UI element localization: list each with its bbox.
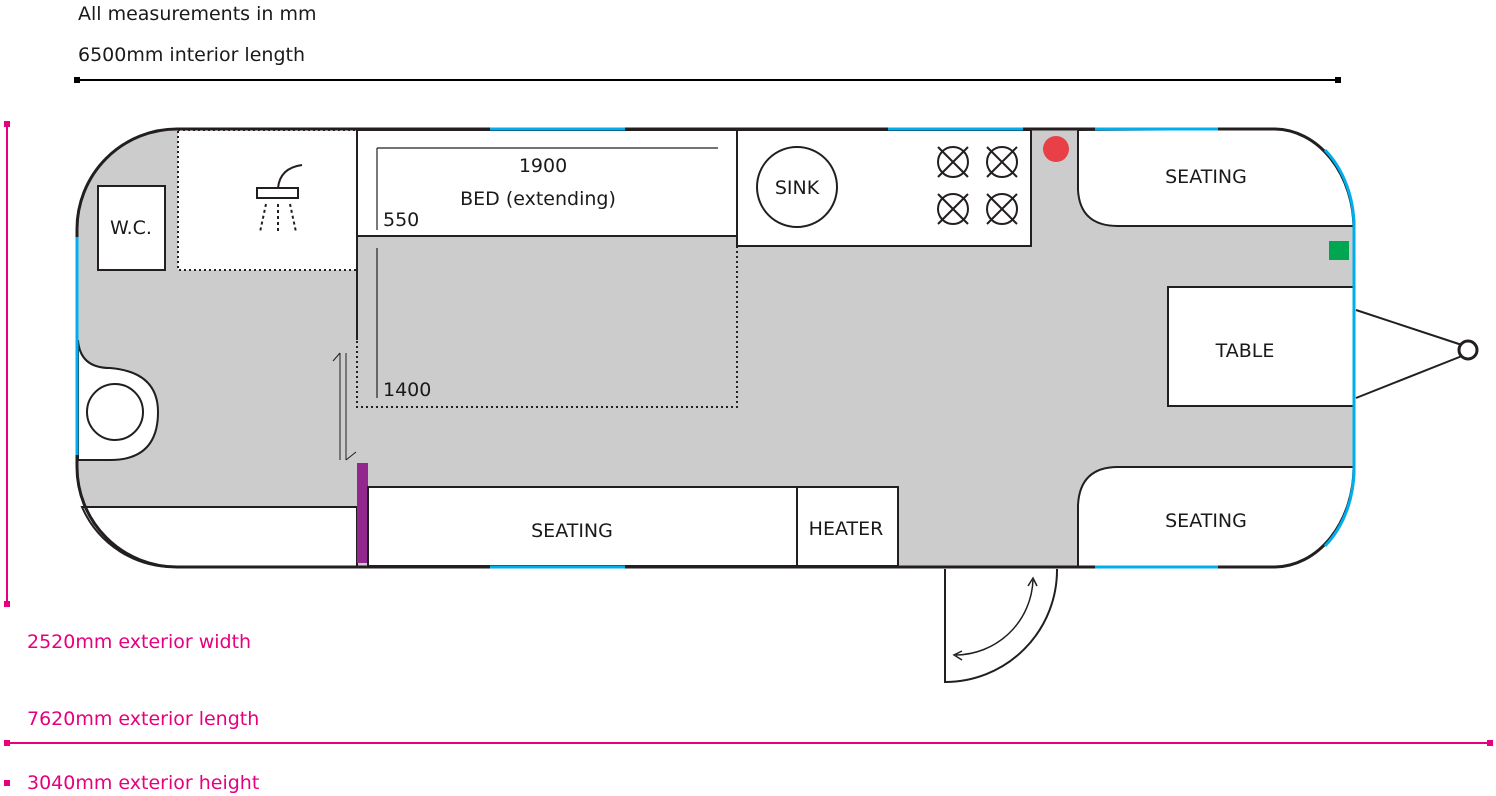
seating-top-label: SEATING — [1165, 166, 1247, 188]
exterior-length-label: 7620mm exterior length — [27, 708, 259, 730]
seating-bottom-right-label: SEATING — [1165, 510, 1247, 532]
tow-hitch-icon — [1355, 309, 1479, 399]
wc-label: W.C. — [110, 217, 152, 239]
shower-area — [177, 129, 358, 271]
bed-width-label: 550 — [383, 209, 419, 231]
red-marker — [1043, 136, 1069, 162]
table — [1167, 286, 1355, 407]
heater — [796, 486, 899, 567]
rear-storage — [80, 506, 358, 569]
exterior-height-marker — [4, 780, 10, 786]
wc-box — [97, 185, 166, 271]
interior-length-label: 6500mm interior length — [78, 44, 305, 66]
table-label: TABLE — [1215, 340, 1275, 362]
bed-dimension-lines — [376, 147, 718, 398]
exterior-length-dimension — [4, 740, 1493, 746]
exterior-width-label: 2520mm exterior width — [27, 631, 251, 653]
green-marker — [1329, 241, 1349, 260]
heater-label: HEATER — [809, 518, 884, 540]
exterior-width-dimension — [4, 121, 10, 607]
exterior-height-label: 3040mm exterior height — [27, 772, 259, 794]
sliding-door-icon — [332, 352, 357, 461]
hob-burners-icon — [937, 146, 1018, 225]
floor-area — [77, 129, 1354, 567]
seating-bottom-label: SEATING — [531, 520, 613, 542]
shower-icon — [256, 164, 303, 233]
seating-bottom — [367, 486, 798, 567]
spare-wheel-icon — [86, 383, 144, 441]
bed-extended-width-label: 1400 — [383, 379, 431, 401]
bed-length-label: 1900 — [519, 155, 567, 177]
entry-door-icon — [944, 568, 1059, 684]
purple-marker — [357, 463, 368, 563]
interior-length-dimension — [74, 77, 1341, 83]
windows — [75, 127, 1356, 569]
sink-icon — [756, 146, 838, 228]
bed-label: BED (extending) — [460, 188, 616, 210]
measurement-note: All measurements in mm — [78, 3, 316, 25]
sink-label: SINK — [775, 177, 820, 199]
